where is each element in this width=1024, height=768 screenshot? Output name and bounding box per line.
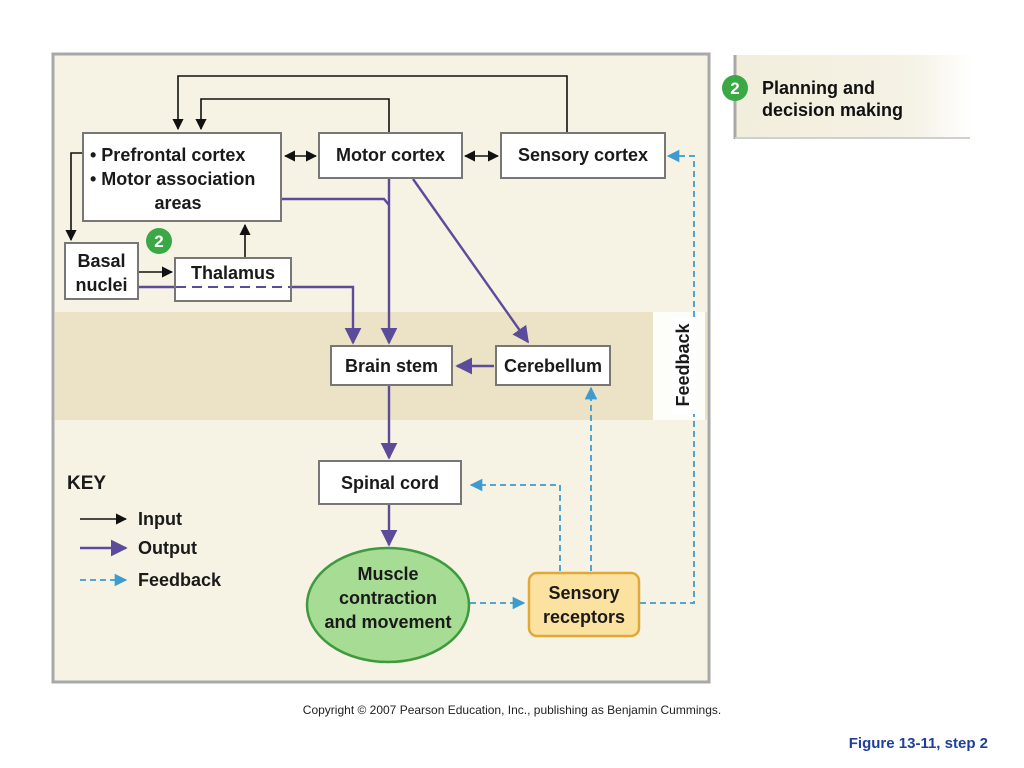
prefrontal-label-line3: areas	[154, 193, 201, 213]
basal-nuclei-box: Basal nuclei	[64, 242, 139, 300]
cerebellum-box: Cerebellum	[495, 345, 611, 386]
callout-line-2: decision making	[762, 100, 903, 120]
prefrontal-label-line1: • Prefrontal cortex	[90, 145, 245, 165]
thalamus-step-badge: 2	[146, 228, 172, 254]
prefrontal-label-line2: • Motor association	[90, 169, 255, 189]
receptors-to-spinal-feedback	[469, 478, 561, 571]
receptors-to-sensory-cortex-feedback	[640, 149, 695, 604]
receptors-label-line2: receptors	[543, 607, 625, 627]
input-arrows	[65, 75, 568, 278]
feedback-vertical-label: Feedback	[672, 318, 696, 414]
legend-output-label: Output	[138, 538, 197, 558]
legend-feedback-label: Feedback	[138, 570, 222, 590]
sensory-receptors-box: Sensory receptors	[527, 571, 641, 638]
prefrontal-box: • Prefrontal cortex • Motor association …	[82, 132, 282, 222]
basal-label-line2: nuclei	[75, 275, 127, 295]
callout-step-number: 2	[730, 79, 739, 98]
cerebellum-label: Cerebellum	[504, 356, 602, 376]
feedback-arrows	[469, 149, 695, 610]
muscle-ellipse: Muscle contraction and movement	[305, 546, 471, 664]
motor-cortex-label: Motor cortex	[336, 145, 445, 165]
prefrontal-to-basal-input	[65, 152, 82, 242]
brain-stem-label: Brain stem	[345, 356, 438, 376]
spinal-cord-label: Spinal cord	[341, 473, 439, 493]
sensory-cortex-label: Sensory cortex	[518, 145, 648, 165]
muscle-label-line1: Muscle	[357, 564, 418, 584]
callout-step-badge	[722, 75, 748, 101]
legend-title: KEY	[67, 473, 106, 494]
prefrontal-to-brainstem-output	[281, 197, 390, 206]
receptors-label-line1: Sensory	[548, 583, 619, 603]
figure-label: Figure 13-11, step 2	[848, 735, 988, 752]
thalamus-label: Thalamus	[191, 263, 275, 283]
spinal-cord-box: Spinal cord	[318, 460, 462, 505]
muscle-label-line2: contraction	[339, 588, 437, 608]
motor-to-prefrontal-input	[195, 98, 390, 133]
feedback-label-text: Feedback	[673, 322, 693, 406]
sensory-to-prefrontal-input	[172, 75, 568, 133]
legend-input-label: Input	[138, 509, 182, 529]
sensory-cortex-box: Sensory cortex	[500, 132, 666, 179]
thalamus-step-number: 2	[154, 232, 163, 251]
thalamus-box: Thalamus	[174, 257, 292, 302]
step-callout: 2 Planning and decision making	[722, 55, 974, 139]
muscle-label-line3: and movement	[324, 612, 451, 632]
callout-line-1: Planning and	[762, 78, 875, 98]
basal-label-line1: Basal	[77, 251, 125, 271]
motor-cortex-box: Motor cortex	[318, 132, 463, 179]
legend: KEY Input Output Feedback	[67, 473, 222, 590]
copyright-notice: Copyright © 2007 Pearson Education, Inc.…	[302, 703, 722, 717]
motor-to-cerebellum-output	[412, 178, 529, 344]
brain-stem-box: Brain stem	[330, 345, 453, 386]
